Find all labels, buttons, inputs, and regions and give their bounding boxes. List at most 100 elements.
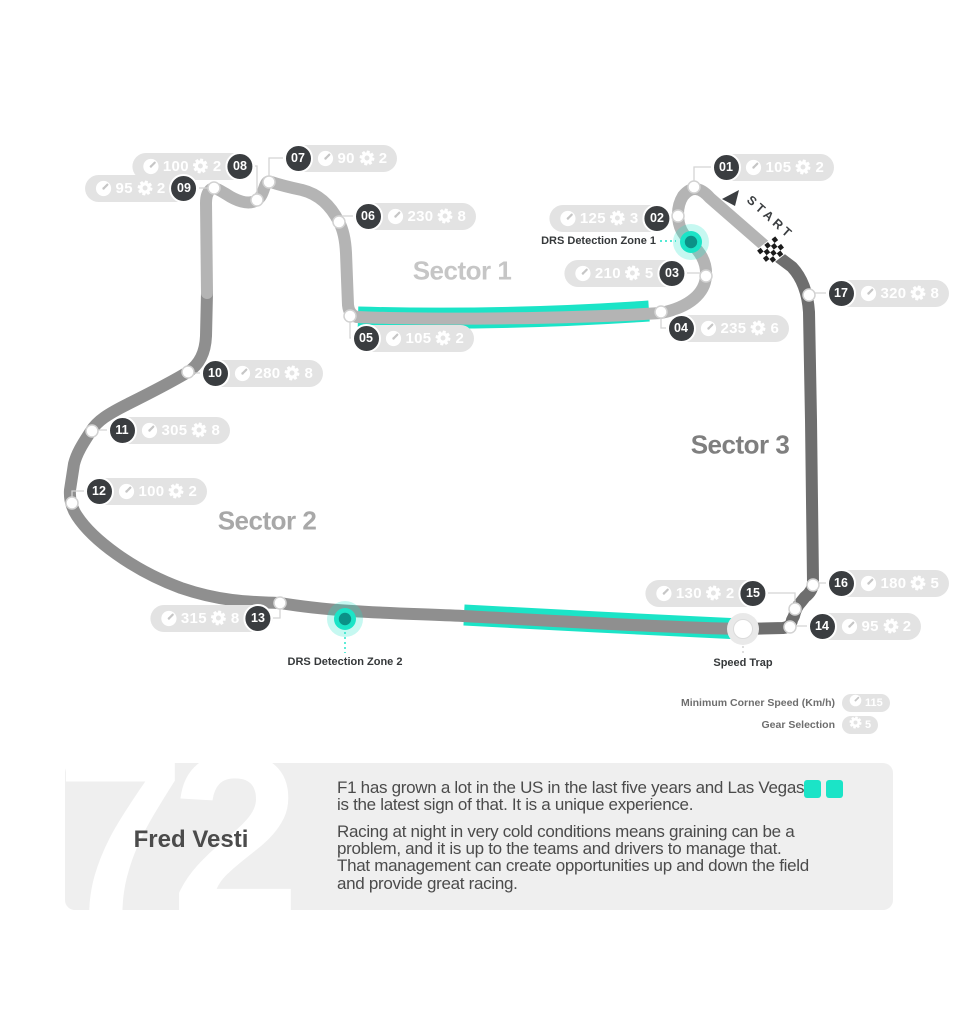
start-direction-arrow-icon <box>722 190 739 206</box>
legend-gear-selection-pill: 5 <box>842 716 879 734</box>
sector-1-label: Sector 1 <box>412 255 512 286</box>
corner-gear: 8 <box>230 609 240 627</box>
gear-icon <box>795 159 811 175</box>
corner-pill-17: 17 320 8 <box>826 278 950 308</box>
sector-2-label: Sector 2 <box>217 505 317 536</box>
gear-icon <box>284 365 300 381</box>
corner-gear: 2 <box>212 157 222 175</box>
legend-gear-selection: Gear Selection 5 <box>545 716 879 734</box>
gear-icon <box>435 330 451 346</box>
gear-icon <box>910 285 926 301</box>
quote-mark-icon <box>804 780 821 798</box>
corner-number-badge: 17 <box>826 278 856 308</box>
gear-icon <box>211 610 227 626</box>
corner-number-badge: 12 <box>84 476 114 506</box>
gear-icon <box>137 180 153 196</box>
legend-gear-selection-value: 5 <box>865 719 872 731</box>
corner-number-badge: 04 <box>666 313 696 343</box>
speedometer-icon <box>385 330 401 346</box>
gear-icon <box>193 158 209 174</box>
special-markers <box>327 224 788 655</box>
speedometer-icon <box>655 585 672 601</box>
corner-apex-dot <box>262 175 276 189</box>
sector-2-track <box>63 287 749 635</box>
corner-min-speed: 100 <box>162 157 189 175</box>
corner-min-speed: 210 <box>594 264 621 282</box>
corner-apex-dot <box>65 496 79 510</box>
corner-gear: 8 <box>304 364 314 382</box>
corner-apex-dot <box>687 180 701 194</box>
speedometer-icon <box>234 365 250 381</box>
speedometer-icon <box>700 320 716 336</box>
speedometer-icon <box>860 285 876 301</box>
driver-quote: F1 has grown a lot in the US in the last… <box>337 779 817 901</box>
driver-name: Fred Vesti <box>133 826 249 853</box>
corner-apex-dot <box>85 424 99 438</box>
corner-min-speed: 235 <box>720 319 747 337</box>
corner-min-speed: 180 <box>880 574 907 592</box>
drs-detection-zone-2-label: DRS Detection Zone 2 <box>287 656 403 668</box>
drs-detection-zone-1-marker <box>673 224 709 260</box>
corner-min-speed: 280 <box>254 364 281 382</box>
corner-min-speed: 95 <box>115 179 133 197</box>
corner-pill-04: 04 235 6 <box>666 313 790 343</box>
corner-min-speed: 130 <box>675 584 702 602</box>
corner-gear: 8 <box>930 284 940 302</box>
corner-apex-dot <box>671 209 685 223</box>
speedometer-icon <box>559 210 576 226</box>
corner-number-badge: 01 <box>711 152 741 182</box>
corner-min-speed: 105 <box>765 158 792 176</box>
gear-icon <box>910 575 926 591</box>
corner-min-speed: 320 <box>880 284 907 302</box>
speedometer-icon <box>118 483 134 499</box>
legend-gear-selection-label: Gear Selection <box>761 719 835 731</box>
gear-icon <box>849 716 862 734</box>
corner-apex-dot <box>343 309 357 323</box>
drs-detection-zone-1-label: DRS Detection Zone 1 <box>541 235 656 247</box>
corner-gear: 6 <box>770 319 780 337</box>
speedometer-icon <box>317 150 333 166</box>
corner-apex-dot <box>788 602 802 616</box>
corner-apex-dot <box>802 288 816 302</box>
gear-icon <box>625 265 641 281</box>
legend-min-corner-speed-label: Minimum Corner Speed (Km/h) <box>680 697 835 709</box>
corner-gear: 2 <box>725 584 735 602</box>
speedometer-icon <box>141 422 157 438</box>
gear-icon <box>610 210 626 226</box>
corner-number-badge: 10 <box>200 358 230 388</box>
corner-number-badge: 13 <box>243 603 273 633</box>
speedometer-icon <box>849 694 862 707</box>
corner-apex-dot <box>806 578 820 592</box>
corner-gear: 2 <box>188 482 198 500</box>
corner-min-speed: 90 <box>337 149 355 167</box>
corner-apex-dot <box>250 193 264 207</box>
corner-gear: 2 <box>815 158 825 176</box>
speedometer-icon <box>160 610 177 626</box>
speedometer-icon <box>849 694 862 712</box>
corner-number-badge: 05 <box>351 323 381 353</box>
corner-apex-dot <box>654 305 668 319</box>
gear-icon <box>437 208 453 224</box>
gear-icon <box>359 150 375 166</box>
quote-paragraph-1: F1 has grown a lot in the US in the last… <box>337 778 805 815</box>
checkered-flag-icon <box>756 236 788 266</box>
corner-gear: 3 <box>629 209 639 227</box>
drs-detection-zone-2-marker <box>327 601 363 637</box>
gear-icon <box>750 320 766 336</box>
corner-number-badge: 02 <box>642 203 672 233</box>
speedometer-icon <box>95 180 111 196</box>
corner-number-badge: 08 <box>225 151 255 181</box>
gear-icon <box>191 422 207 438</box>
corner-gear: 2 <box>455 329 465 347</box>
corner-number-badge: 07 <box>283 143 313 173</box>
corner-apex-dot <box>181 365 195 379</box>
corner-number-badge: 14 <box>807 611 837 641</box>
